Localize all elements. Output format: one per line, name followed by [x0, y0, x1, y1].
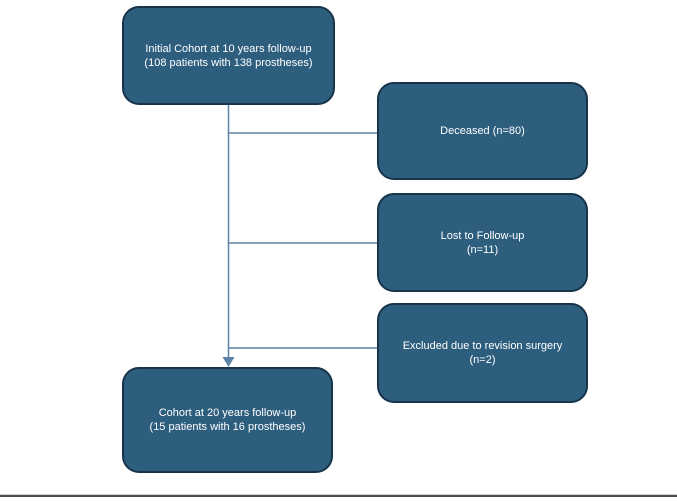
node-lost-line2: (n=11)	[466, 243, 499, 256]
node-initial-cohort: Initial Cohort at 10 years follow-up (10…	[122, 6, 335, 105]
node-initial-cohort-line1: Initial Cohort at 10 years follow-up	[145, 42, 312, 55]
node-deceased-line1: Deceased (n=80)	[440, 125, 525, 137]
node-final-cohort-line2: (15 patients with 16 prostheses)	[149, 421, 306, 433]
node-deceased: Deceased (n=80)	[377, 82, 588, 180]
node-excluded-revision-surgery: Excluded due to revision surgery (n=2)	[377, 303, 588, 403]
bottom-divider-highlight	[0, 494, 677, 495]
node-final-cohort-line1: Cohort at 20 years follow-up	[158, 407, 297, 419]
node-lost-line1: Lost to Follow-up	[440, 229, 525, 242]
bottom-divider	[0, 495, 677, 497]
node-excluded-line1: Excluded due to revision surgery	[402, 340, 563, 352]
node-lost-to-follow-up: Lost to Follow-up (n=11)	[377, 193, 588, 292]
node-final-cohort: Cohort at 20 years follow-up (15 patient…	[122, 367, 333, 473]
node-initial-cohort-line2: (108 patients with 138 prostheses)	[144, 56, 313, 69]
node-excluded-line2: (n=2)	[469, 354, 496, 366]
arrowhead-down	[222, 357, 235, 367]
